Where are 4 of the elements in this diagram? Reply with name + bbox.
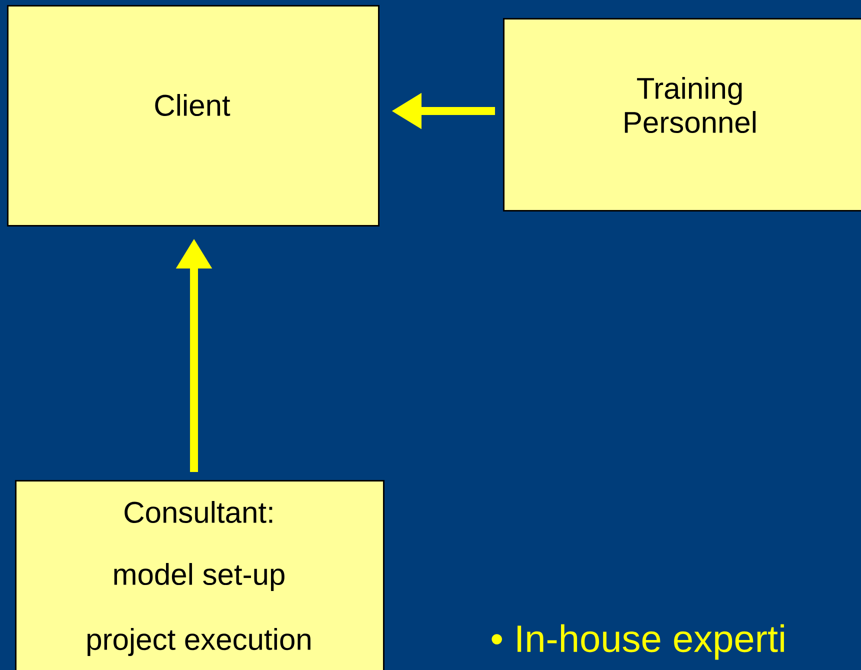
process-box: Training Personnel: [503, 18, 861, 212]
process-box: Consultant: model set-up project execution: [15, 480, 384, 670]
bullet-text: • In-house experti: [492, 624, 784, 660]
process-box: Client: [7, 5, 380, 226]
